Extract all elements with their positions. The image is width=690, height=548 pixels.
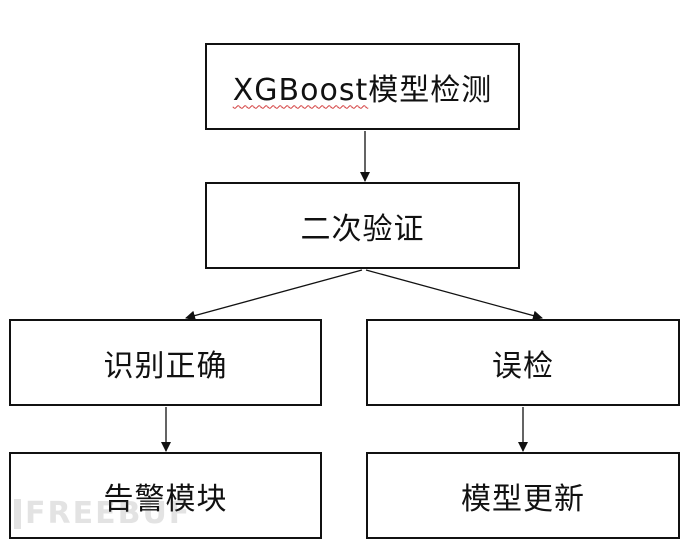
node-xgboost-label: XGBoost模型检测 <box>233 65 492 109</box>
node-xgboost-suffix: 模型检测 <box>368 72 493 108</box>
node-secondary-verification-label: 二次验证 <box>300 211 425 247</box>
node-model-update-label: 模型更新 <box>461 481 585 517</box>
node-correct-identification: 识别正确 <box>9 319 322 406</box>
node-correct-identification-label: 识别正确 <box>103 348 228 384</box>
node-model-update: 模型更新 <box>366 452 680 539</box>
node-xgboost-prefix: XGBoost <box>232 72 369 108</box>
node-xgboost-detection: XGBoost模型检测 <box>205 43 520 130</box>
node-false-detection-label: 误检 <box>492 348 554 384</box>
node-secondary-verification: 二次验证 <box>205 182 520 269</box>
arrow-verification-to-false-detection <box>365 269 543 321</box>
node-alert-module: 告警模块 <box>9 452 322 539</box>
arrow-verification-to-correct <box>185 269 363 321</box>
node-alert-module-label: 告警模块 <box>103 481 228 517</box>
node-false-detection: 误检 <box>366 319 680 406</box>
